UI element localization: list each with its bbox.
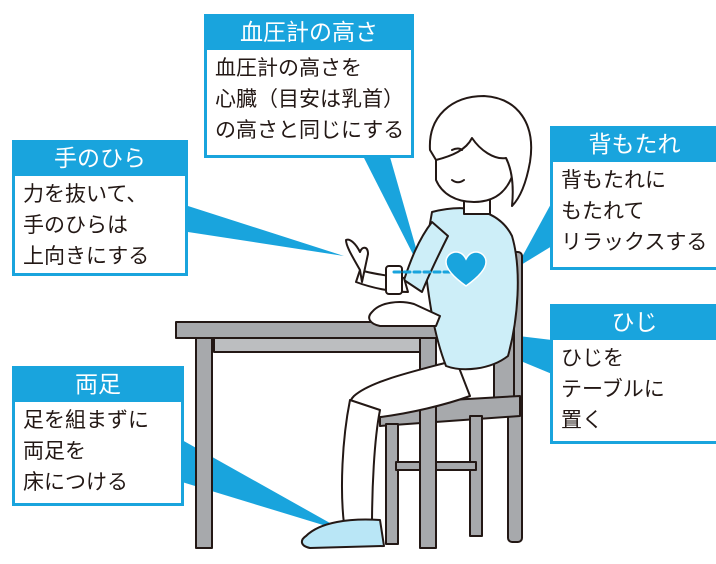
resting-arm: [368, 301, 441, 327]
upper-arm: [403, 221, 449, 293]
callout-body: 背もたれに もたれて リラックスする: [553, 162, 716, 258]
callout-line: 手のひらは: [23, 213, 128, 237]
callout-line: 心臓（目安は乳首）: [215, 87, 404, 111]
bp-cuff: [385, 265, 403, 295]
callout-body: 血圧計の高さを 心臓（目安は乳首） の高さと同じにする: [207, 50, 411, 146]
mouth: [451, 179, 465, 184]
callout-line: 床につける: [23, 470, 128, 494]
callout-line: の高さと同じにする: [215, 118, 405, 142]
callout-title: 両足: [15, 369, 181, 402]
callout-body: 足を組まずに 両足を 床につける: [15, 402, 181, 498]
callout-backrest: 背もたれ 背もたれに もたれて リラックスする: [550, 126, 716, 270]
eye: [451, 147, 463, 151]
callout-body: ひじを テーブルに 置く: [553, 340, 716, 436]
callout-title: ひじ: [553, 307, 716, 340]
callout-title: 血圧計の高さ: [207, 17, 411, 50]
slipper: [300, 518, 385, 549]
heart-icon: [445, 251, 487, 287]
callout-line: リラックスする: [561, 230, 708, 254]
callout-palm: 手のひら 力を抜いて、 手のひらは 上向きにする: [12, 140, 188, 276]
pointer-bp-height: [360, 150, 424, 276]
hand: [345, 238, 369, 283]
pointer-palm: [188, 206, 344, 256]
callout-line: ひじを: [561, 346, 624, 370]
chair-front-leg: [385, 423, 399, 545]
pointer-feet: [182, 440, 346, 532]
callout-line: 上向きにする: [23, 244, 150, 268]
callout-line: テーブルに: [561, 377, 665, 401]
callout-title: 背もたれ: [553, 129, 716, 162]
person: [300, 95, 533, 549]
hair: [428, 95, 533, 207]
callout-line: 血圧計の高さを: [215, 56, 362, 80]
leg-shin: [341, 399, 381, 527]
pointer-backrest: [516, 202, 552, 268]
callout-line: もたれて: [561, 199, 645, 223]
table-apron: [213, 337, 425, 353]
table-leg-left: [195, 337, 213, 549]
callout-bp-height: 血圧計の高さ 血圧計の高さを 心臓（目安は乳首） の高さと同じにする: [204, 14, 414, 158]
callout-title: 手のひら: [15, 143, 185, 176]
callout-body: 力を抜いて、 手のひらは 上向きにする: [15, 176, 185, 272]
callout-line: 置く: [561, 408, 603, 432]
callout-line: 足を組まずに: [23, 408, 149, 432]
callout-elbow: ひじ ひじを テーブルに 置く: [550, 304, 716, 444]
chair-rear-leg: [469, 415, 483, 537]
callout-line: 力を抜いて、: [23, 182, 148, 206]
callout-line: 両足を: [23, 439, 86, 463]
callout-feet: 両足 足を組まずに 両足を 床につける: [12, 366, 184, 506]
callout-line: 背もたれに: [561, 168, 666, 192]
